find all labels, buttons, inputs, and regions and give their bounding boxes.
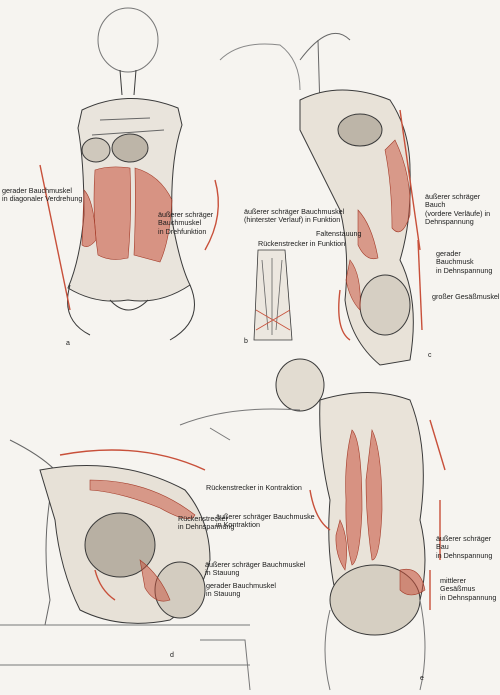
figure-c-muscles [345, 139, 411, 311]
figure-e-muscles [335, 428, 426, 596]
label-d-oblique: äußerer schräger Bauchmuskel in Stauung [205, 560, 306, 578]
label-e-glute-mid: mittlerer Gesäßmus in Dehnspannung [440, 576, 497, 602]
label-c-fold: Faltenstauung [316, 229, 362, 238]
label-a-oblique: äußerer schräger Bauchmuskel in Drehfunk… [158, 210, 214, 236]
figure-a-arrows [39, 164, 220, 311]
figure-a-letter: a [66, 340, 70, 347]
figure-d-letter: d [170, 652, 174, 659]
figure-a-muscles [81, 166, 173, 263]
label-c-glute: großer Gesäßmuskel [432, 292, 500, 301]
label-e-oblique-left: äußerer schräger Bauchmuske in Kontrakti… [216, 512, 315, 530]
figure-e-letter: e [420, 675, 424, 682]
label-e-back-extensor: Rückenstrecker in Kontraktion [206, 483, 302, 492]
figure-b-letter: b [244, 338, 248, 345]
label-c-oblique-front: äußerer schräger Bauch (vordere Verläufe… [425, 192, 491, 227]
label-c-back-extensor: Rückenstrecker in Funktion [258, 239, 346, 248]
label-d-back-extensor: Rückenstrecker in Dehnspannung [178, 514, 235, 532]
label-c-rectus: gerader Bauchmusk in Dehnspannung [436, 249, 493, 275]
label-e-oblique-right: äußerer schräger Bau in Dehnspannung [436, 534, 493, 560]
figure-c-arrows [338, 109, 423, 341]
figure-c-letter: c [428, 352, 432, 359]
label-c-oblique-rear: äußerer schräger Bauchmuskel (hinterster… [244, 207, 345, 225]
figure-d-muscles [89, 479, 196, 602]
figure-d-arrows [59, 449, 206, 601]
figure-a-drawing [67, 7, 195, 341]
label-a-rectus: gerader Bauchmuskel in diagonaler Verdre… [2, 186, 83, 204]
figure-c-drawing [219, 32, 414, 366]
label-d-rectus: gerader Bauchmuskel in Stauung [206, 581, 276, 599]
figure-e-arrows [309, 419, 446, 610]
figure-b-drawing [253, 249, 293, 341]
